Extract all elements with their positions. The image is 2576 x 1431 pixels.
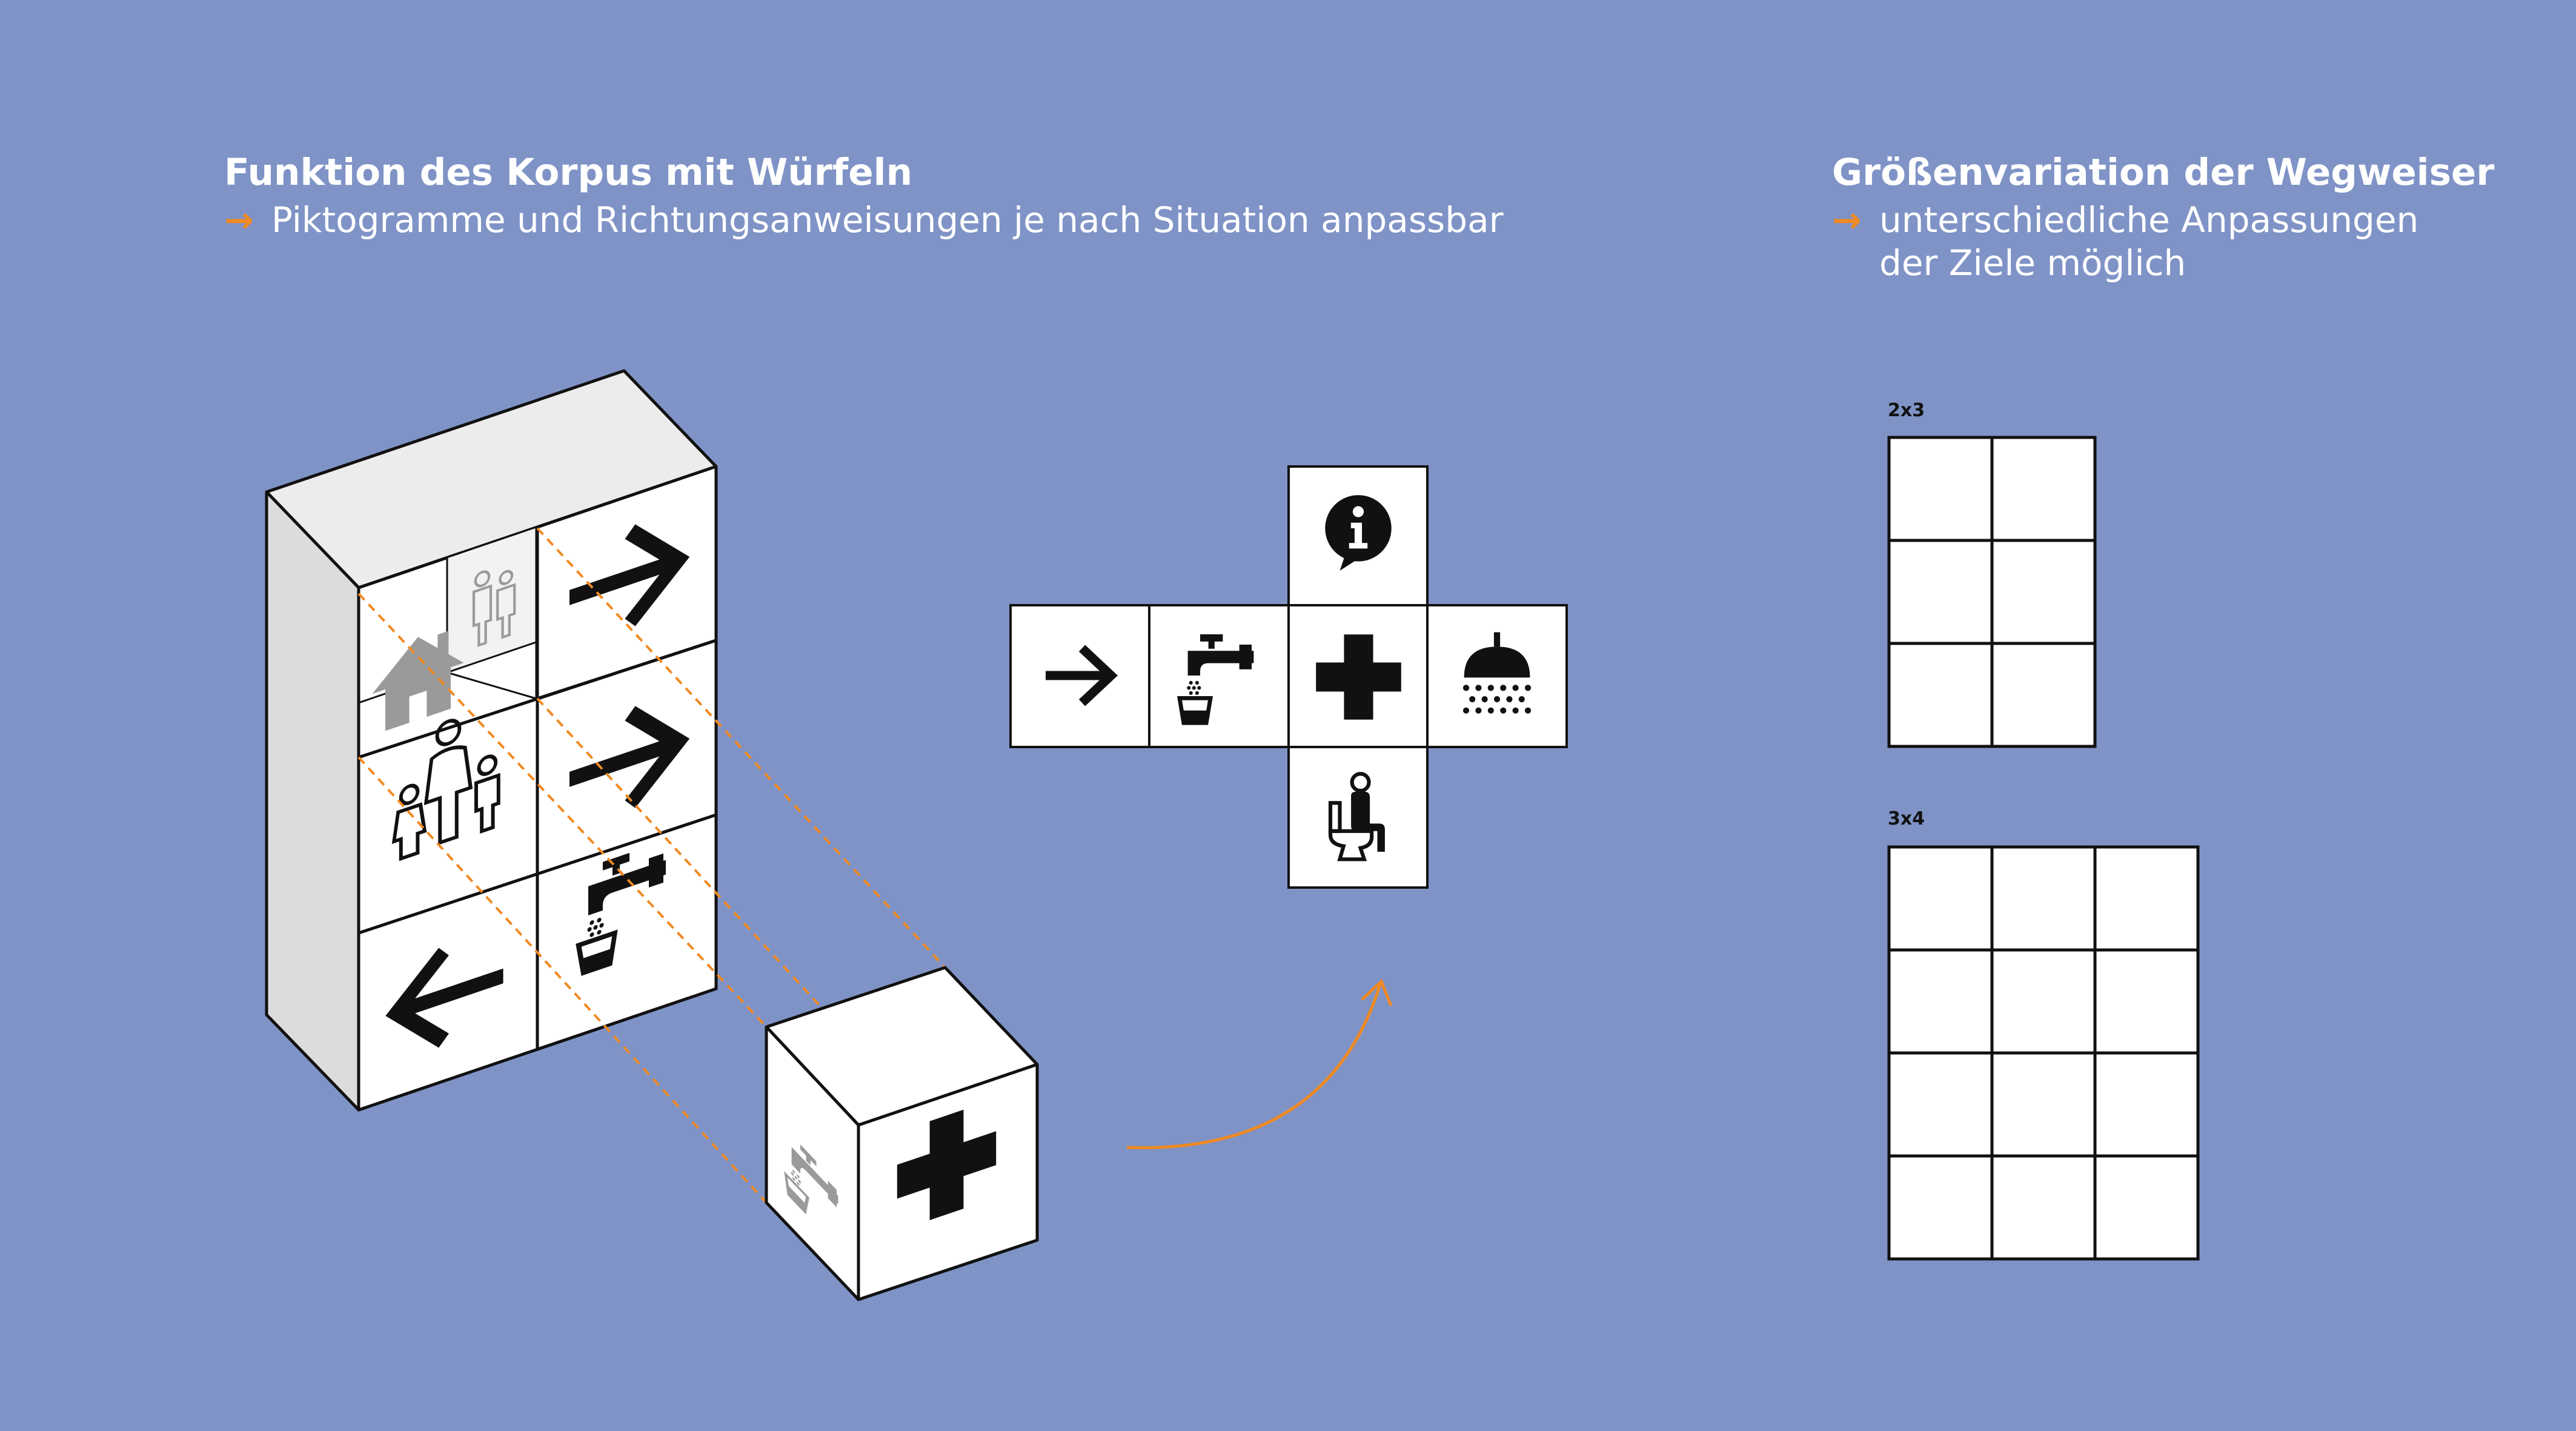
right-heading: Größenvariation der Wegweiser → unterschi… — [1832, 150, 2494, 285]
right-heading-text-1: unterschiedliche Anpassungen — [1879, 199, 2419, 241]
grid-cell — [1990, 1154, 2097, 1261]
grid-cell — [2093, 1154, 2200, 1261]
cube-net — [1009, 465, 1568, 889]
left-heading-title: Funktion des Korpus mit Würfeln — [224, 151, 913, 194]
grid-cell — [2093, 845, 2200, 952]
grid-cell — [1990, 845, 2097, 952]
right-heading-line-2: der Ziele möglich — [1832, 242, 2494, 285]
grid-3x4 — [1887, 845, 2200, 1261]
grid-cell — [1887, 436, 1994, 542]
left-heading-text: Piktogramme und Richtungsanweisungen je … — [271, 199, 1504, 241]
grid-cell — [1887, 1051, 1994, 1158]
grid-2x3-label: 2x3 — [1888, 400, 1925, 421]
grid-cell — [1887, 845, 1994, 952]
grid-3x4-label: 3x4 — [1888, 808, 1925, 829]
net-cell-bottom — [1287, 746, 1429, 889]
arrow-right-icon: → — [1832, 199, 1862, 241]
cabinet — [265, 369, 718, 1112]
grid-cell — [1887, 539, 1994, 645]
grid-cell — [1990, 539, 2097, 645]
cube — [765, 966, 1039, 1301]
grid-cell — [1990, 1051, 2097, 1158]
grid-cell — [1990, 948, 2097, 1055]
grid-cell — [2093, 948, 2200, 1055]
right-heading-title: Größenvariation der Wegweiser — [1832, 151, 2495, 194]
net-cell-2 — [1148, 604, 1290, 748]
grid-2x3 — [1887, 436, 2097, 748]
grid-cell — [1990, 642, 2097, 748]
grid-cell — [1887, 1154, 1994, 1261]
grid-cell — [1990, 436, 2097, 542]
grid-h0 — [537, 639, 717, 700]
arrow-right-icon: → — [224, 199, 254, 241]
left-heading: Funktion des Korpus mit Würfeln → Piktogr… — [224, 150, 1503, 242]
cabinet-side — [265, 490, 360, 1112]
transition-arrow — [1126, 978, 1393, 1149]
grid-cell — [2093, 1051, 2200, 1158]
grid-cell — [1887, 948, 1994, 1055]
right-heading-line-1: → unterschiedliche Anpassungen — [1832, 199, 2494, 242]
grid-h2 — [358, 813, 717, 935]
left-heading-line: → Piktogramme und Richtungsanweisungen je… — [224, 199, 1503, 242]
grid-cell — [1887, 642, 1994, 748]
right-heading-text-2: der Ziele möglich — [1879, 242, 2186, 284]
